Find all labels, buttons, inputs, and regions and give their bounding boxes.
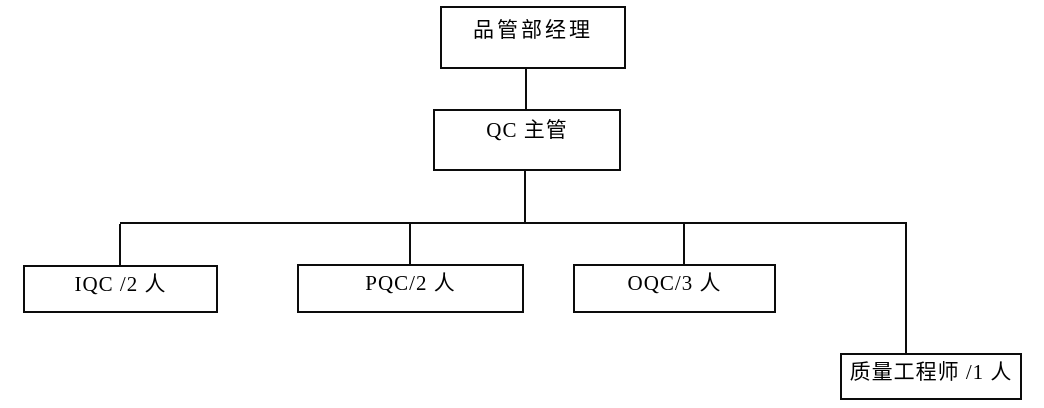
org-node-pqc: PQC/2 人 <box>297 264 524 313</box>
connector-drop-oqc <box>683 224 685 264</box>
org-node-iqc: IQC /2 人 <box>23 265 218 313</box>
org-node-quality-engineer-label: 质量工程师 /1 人 <box>849 360 1013 384</box>
connector-horizontal-rail <box>120 222 907 224</box>
org-node-pqc-label: PQC/2 人 <box>365 271 456 295</box>
org-node-iqc-label: IQC /2 人 <box>74 272 167 296</box>
org-node-qc-supervisor-label: QC 主管 <box>486 118 568 142</box>
org-node-quality-engineer: 质量工程师 /1 人 <box>840 353 1022 400</box>
org-node-manager-label: 品管部经理 <box>473 18 593 42</box>
connector-manager-to-qc <box>525 69 527 110</box>
connector-drop-quality-engineer <box>905 224 907 353</box>
connector-drop-pqc <box>409 224 411 264</box>
connector-qc-trunk <box>524 171 526 223</box>
org-node-qc-supervisor: QC 主管 <box>433 109 621 171</box>
org-node-oqc-label: OQC/3 人 <box>627 271 722 295</box>
org-node-manager: 品管部经理 <box>440 6 626 69</box>
connector-drop-iqc <box>119 224 121 265</box>
org-node-oqc: OQC/3 人 <box>573 264 776 313</box>
